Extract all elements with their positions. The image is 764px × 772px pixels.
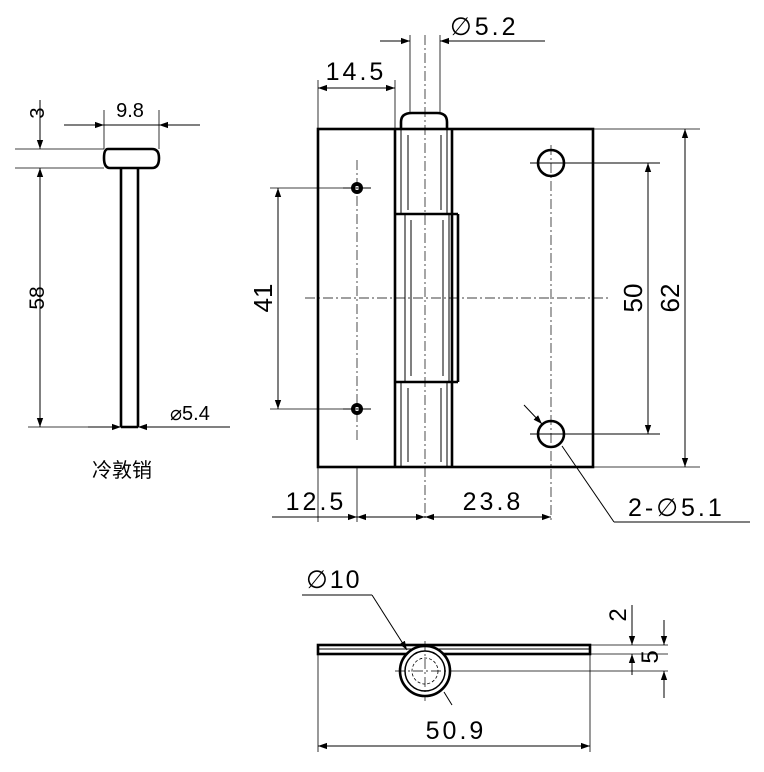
overall-thickness-label: 5: [637, 650, 664, 663]
pin-caption: 冷敦销: [92, 458, 152, 482]
pin-top-cap: [399, 111, 449, 129]
height-label: 62: [655, 284, 685, 313]
knuckle-shading: [407, 135, 444, 462]
pin-view: 3 58 9.8 ⌀5.4 冷敦销: [15, 100, 230, 482]
hinge-front-view: ∅5.2 14.5 41 50 62 12.5 23.8 2-∅5.1: [248, 13, 750, 523]
pin-diameter-label: ⌀5.4: [170, 403, 210, 425]
right-offset-label: 23.8: [463, 488, 524, 516]
pin-head: [102, 147, 161, 170]
pin-length-label: 58: [26, 286, 49, 309]
barrel-diameter-label: ∅10: [306, 566, 362, 594]
pin-diameter-front-label: ∅5.2: [450, 13, 519, 41]
pin-head-width-label: 9.8: [116, 100, 144, 122]
barrel-outer: [398, 644, 452, 698]
holes-label: 2-∅5.1: [628, 494, 725, 522]
pin-head-thickness-label: 3: [27, 107, 49, 118]
leaf-thickness-label: 2: [605, 608, 632, 621]
hinge-bottom-view: ∅10 2 5 50.9: [302, 566, 668, 752]
knuckle-offset-label: 14.5: [326, 58, 387, 86]
hole-spacing-left-label: 41: [248, 284, 278, 313]
open-width-label: 50.9: [426, 717, 487, 745]
left-offset-label: 12.5: [286, 488, 347, 516]
hole-spacing-right-label: 50: [618, 284, 648, 313]
